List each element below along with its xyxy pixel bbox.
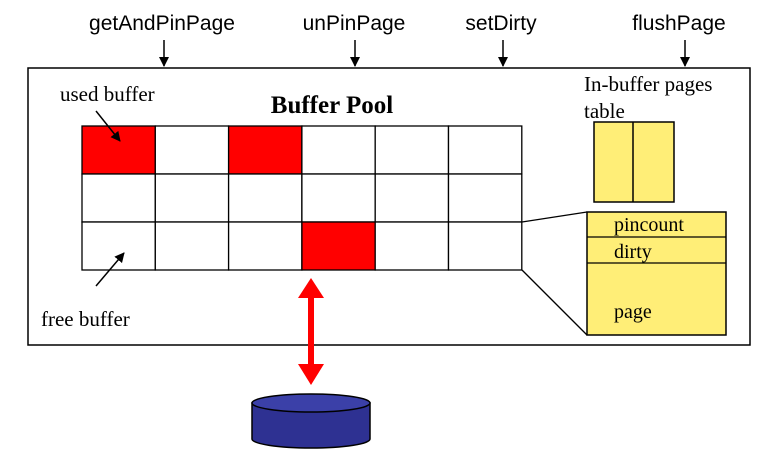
free-buffer-cell xyxy=(227,173,303,223)
pages-table-title-line2: table xyxy=(584,99,625,123)
disk-cylinder-body xyxy=(251,402,371,449)
used-buffer-cell xyxy=(227,125,303,175)
buffer-pool-title: Buffer Pool xyxy=(271,92,393,119)
free-buffer-cell xyxy=(227,221,303,271)
free-buffer-cell xyxy=(81,221,156,271)
used-buffer-cell xyxy=(301,221,376,271)
frame-connector-bottom xyxy=(521,269,588,336)
disk-cylinder-top xyxy=(251,393,371,413)
free-buffer-cell xyxy=(301,125,376,175)
free-buffer-cell xyxy=(374,173,450,223)
buffer-grid xyxy=(81,125,523,271)
free-buffer-cell xyxy=(374,221,450,271)
free-buffer-cell xyxy=(447,173,523,223)
free-buffer-cell xyxy=(154,125,230,175)
used-buffer-label: used buffer xyxy=(60,82,155,106)
free-buffer-pointer-arrow xyxy=(95,252,125,287)
op-label-setdirty: setDirty xyxy=(465,12,537,35)
free-buffer-cell xyxy=(447,125,523,175)
op-label-unpinpage: unPinPage xyxy=(303,12,406,35)
free-buffer-cell xyxy=(154,173,230,223)
frame-field-dirty: dirty xyxy=(614,241,652,263)
used-buffer-cell xyxy=(81,125,156,175)
frame-field-pincount: pincount xyxy=(614,214,684,236)
op-label-getandpinpage: getAndPinPage xyxy=(89,12,235,35)
pages-table-title-line1: In-buffer pages xyxy=(584,72,712,96)
free-buffer-cell xyxy=(301,173,376,223)
op-label-flushpage: flushPage xyxy=(632,12,725,35)
free-buffer-cell xyxy=(154,221,230,271)
pages-table-box xyxy=(593,121,675,203)
free-buffer-cell xyxy=(447,221,523,271)
buffer-pool-container xyxy=(27,67,751,346)
free-buffer-label: free buffer xyxy=(41,307,130,331)
disk-io-arrow-head-down xyxy=(298,364,324,385)
free-buffer-cell xyxy=(374,125,450,175)
used-buffer-pointer-arrow xyxy=(95,110,121,142)
free-buffer-cell xyxy=(81,173,156,223)
frame-descriptor-box xyxy=(586,211,727,336)
disk-io-arrow-head-up xyxy=(298,278,324,298)
frame-field-page: page xyxy=(614,301,652,323)
frame-connector-top xyxy=(521,211,588,223)
